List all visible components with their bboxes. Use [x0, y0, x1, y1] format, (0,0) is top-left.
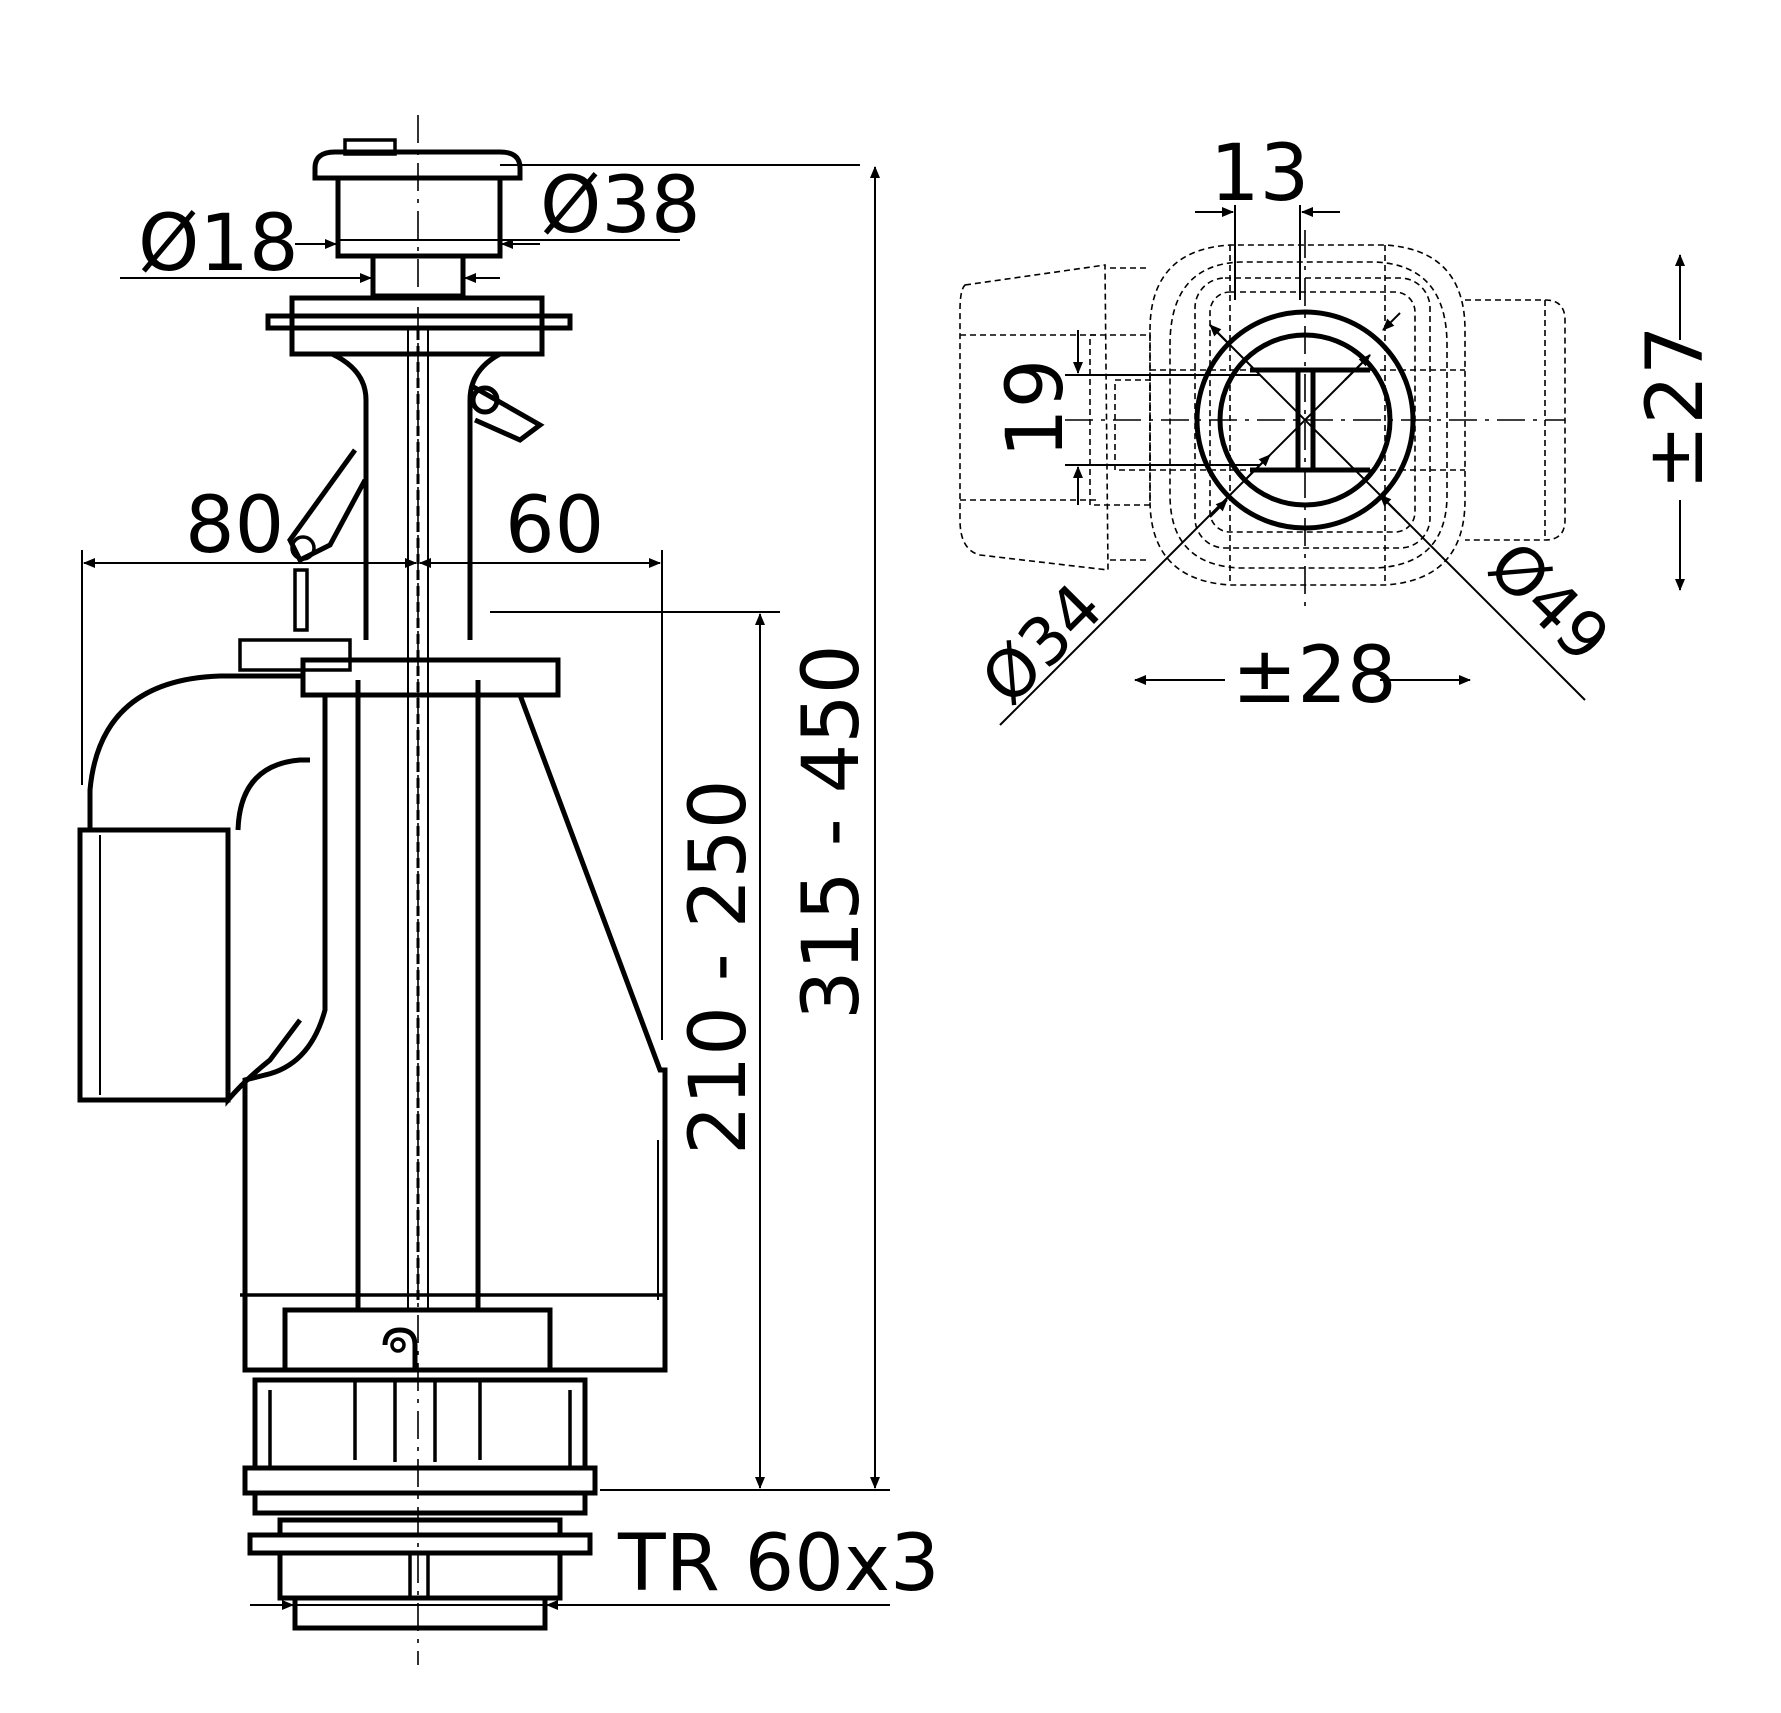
dim-d18: Ø18 — [138, 199, 299, 289]
hidden-outlines — [959, 244, 1566, 586]
dim-d38: Ø38 — [540, 161, 701, 251]
dim-60: 60 — [505, 481, 604, 571]
dim-19: 19 — [991, 359, 1081, 458]
dim-tr-60x3: TR 60x3 — [617, 1519, 940, 1609]
dim-d49: Ø49 — [1474, 527, 1625, 678]
dim-pm27: ±27 — [1631, 325, 1721, 490]
dim-80: 80 — [185, 481, 284, 571]
side-dimensions — [81, 164, 890, 1610]
dim-d34: Ø34 — [967, 569, 1118, 720]
dim-210-250: 210 - 250 — [674, 780, 764, 1156]
outlet-rings — [1194, 309, 1416, 531]
main-body — [240, 694, 668, 1373]
dim-pm28: ±28 — [1232, 631, 1397, 721]
overflow-pipe — [77, 673, 310, 1107]
dim-315-450: 315 - 450 — [787, 645, 877, 1021]
top-dimensions — [999, 205, 1685, 726]
middle-collar — [300, 657, 561, 698]
central-column — [330, 326, 502, 1310]
side-view: Ø18 Ø38 80 60 210 - 250 315 - 450 TR 60x… — [77, 115, 940, 1665]
release-lever — [238, 382, 545, 672]
top-view: 13 19 Ø34 Ø49 ±28 ±27 — [959, 129, 1721, 726]
bottom-valve — [242, 1377, 598, 1631]
dim-13: 13 — [1210, 129, 1309, 219]
top-flange — [265, 295, 573, 357]
